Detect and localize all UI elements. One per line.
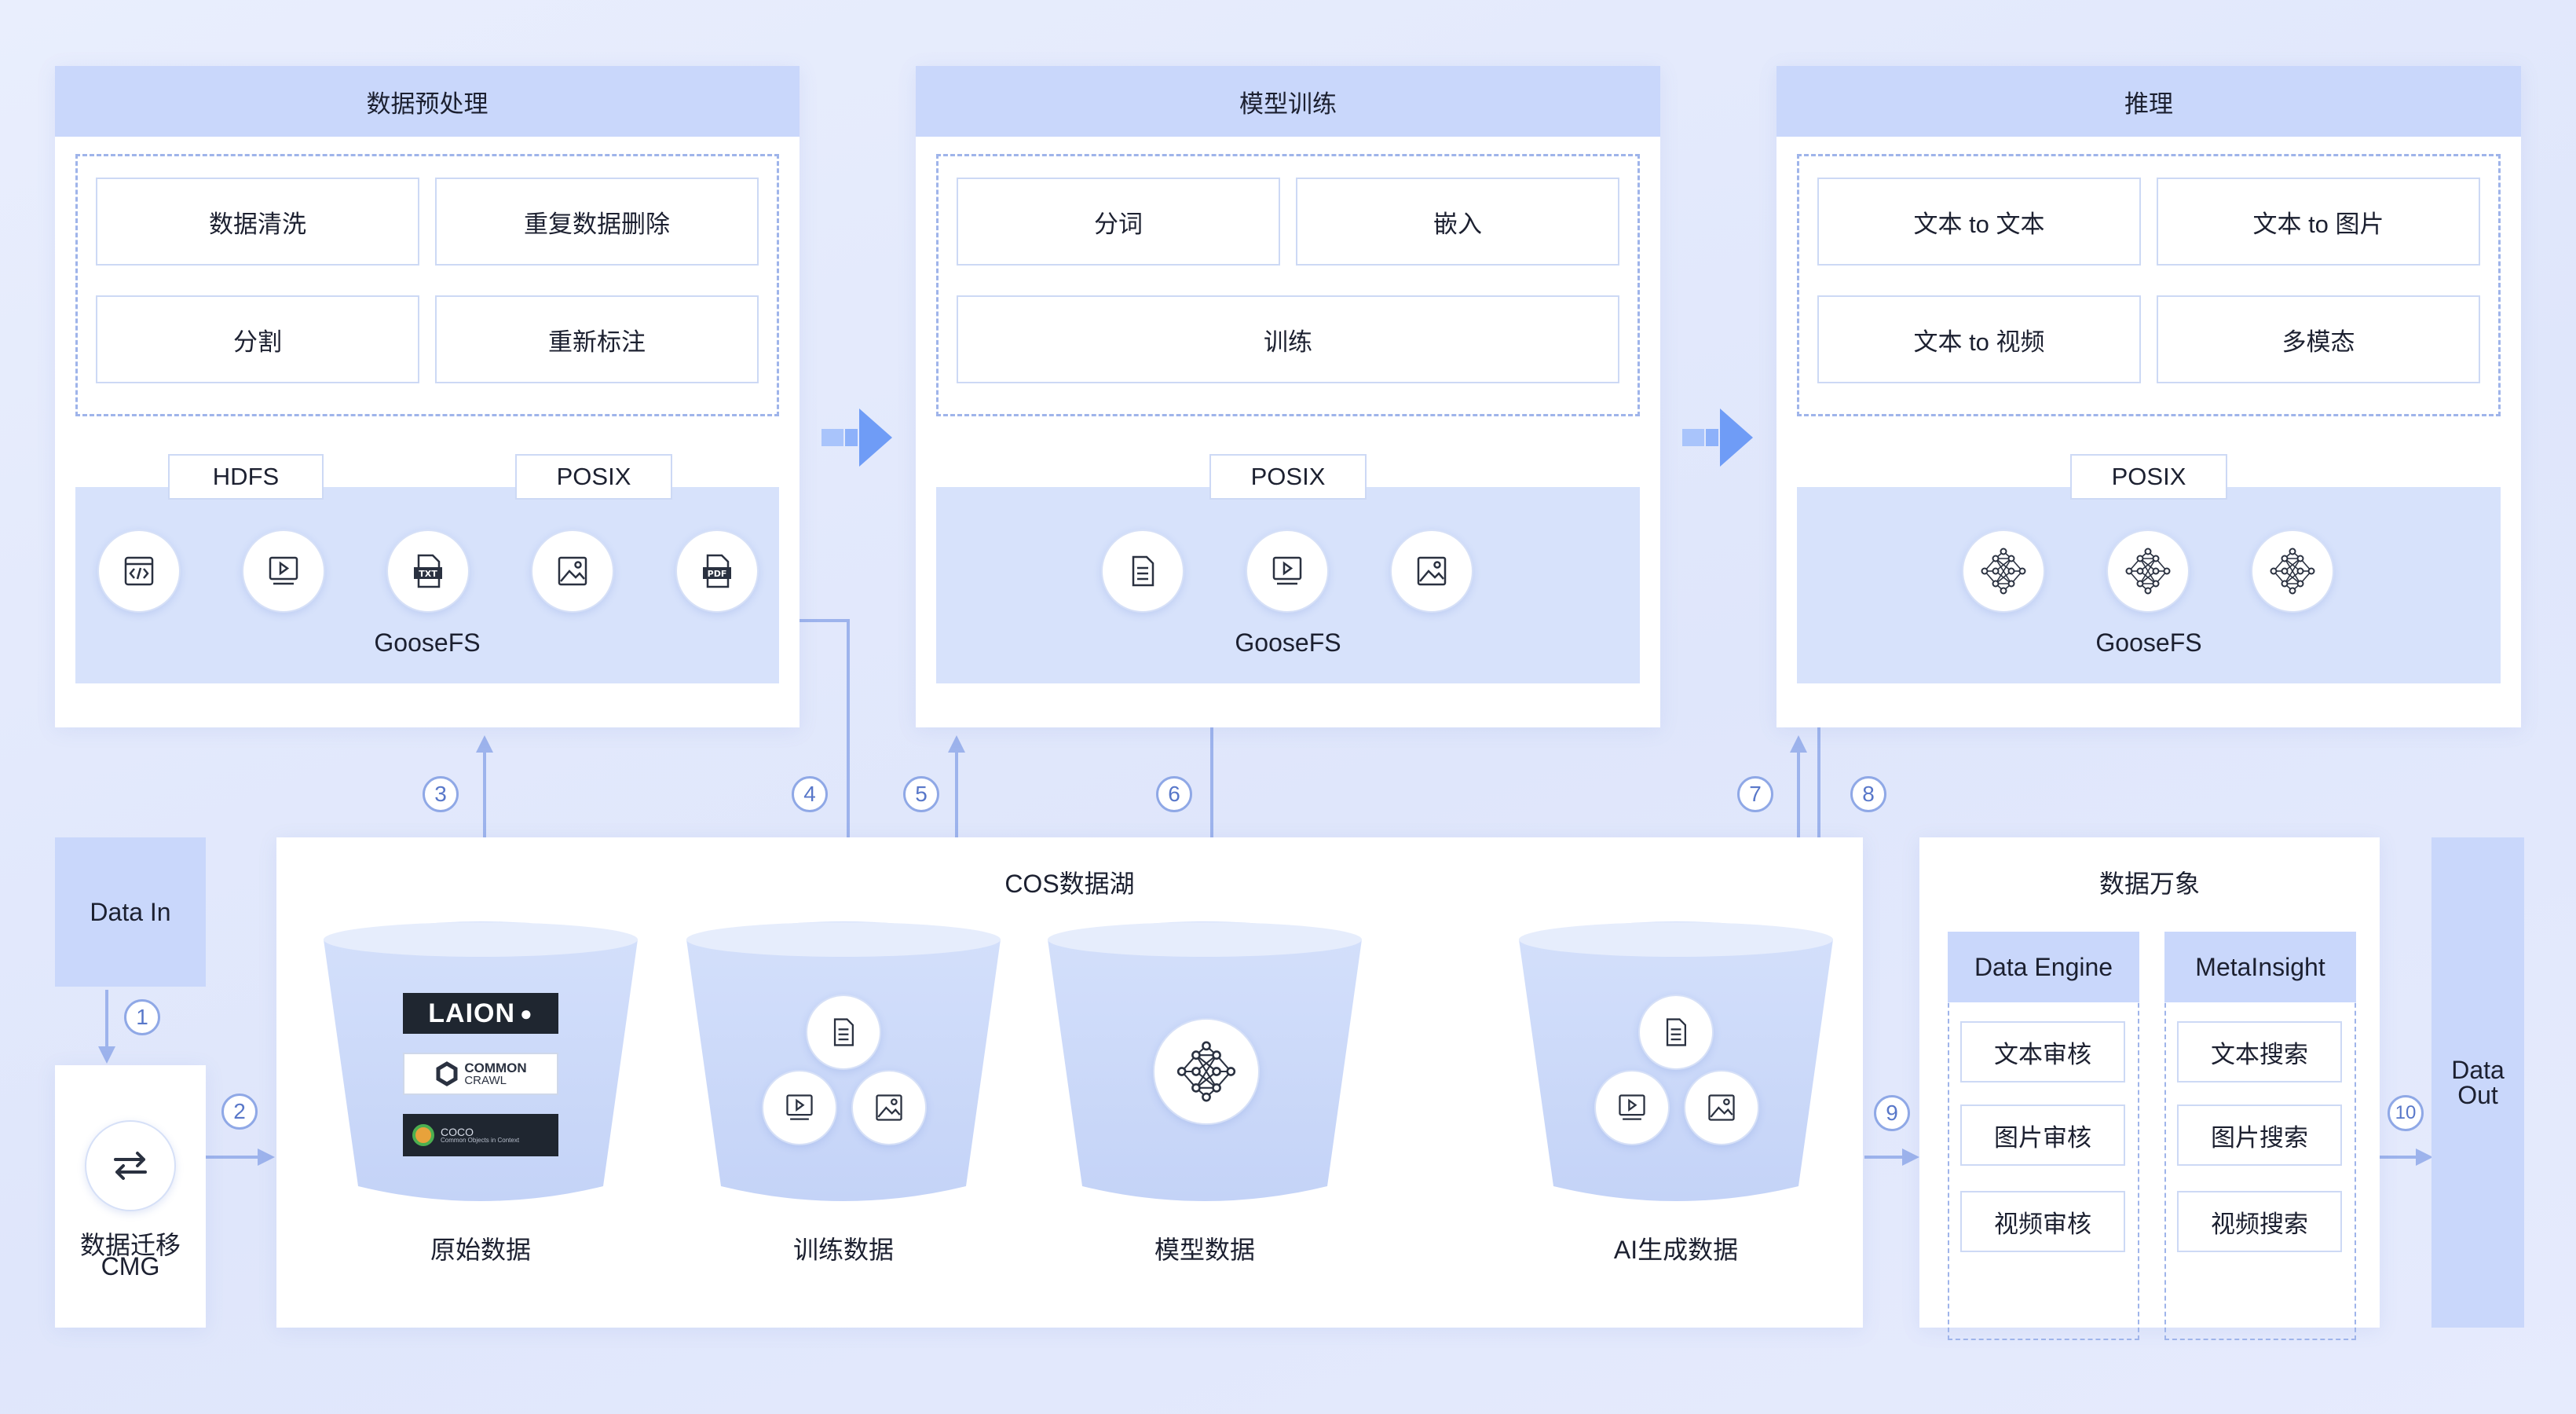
svg-text:TXT: TXT xyxy=(419,569,437,579)
cmg-label-line2: CMG xyxy=(101,1252,160,1280)
step-badge-5: 5 xyxy=(903,776,939,812)
stage-arrow-1 xyxy=(821,408,892,467)
neural-network-icon xyxy=(1153,1018,1260,1125)
stage-preprocess-panel: 数据预处理 数据清洗 重复数据删除 分割 重新标注 HDFS POSIX TXT… xyxy=(55,66,800,727)
stage-training-panel: 模型训练 分词 嵌入 训练 POSIX GooseFS xyxy=(916,66,1660,727)
video-search-item: 视频搜索 xyxy=(2177,1191,2342,1252)
coco-mark-icon xyxy=(412,1124,434,1146)
text-search-item: 文本搜索 xyxy=(2177,1021,2342,1082)
document-icon xyxy=(1638,995,1714,1070)
pdf-file-icon: PDF xyxy=(675,529,759,613)
paw-icon: ● xyxy=(520,1001,533,1025)
data-out-line1: Data xyxy=(2451,1056,2505,1084)
step-badge-3: 3 xyxy=(423,776,459,812)
neural-network-icon xyxy=(2106,529,2190,613)
laion-logo-text: LAION xyxy=(428,998,516,1028)
stage-preprocess-title: 数据预处理 xyxy=(55,66,800,137)
op-train: 训练 xyxy=(957,295,1619,383)
document-icon xyxy=(1101,529,1184,613)
common-crawl-mark-icon xyxy=(436,1061,458,1086)
data-out-line2: Out xyxy=(2457,1081,2498,1109)
image-search-item: 图片搜索 xyxy=(2177,1104,2342,1166)
common-crawl-word-1: COMMON xyxy=(464,1060,527,1075)
bucket-label-model: 模型数据 xyxy=(1154,1236,1255,1264)
data-out-box: Data Out xyxy=(2431,837,2524,1328)
bucket-label-ai-generated: AI生成数据 xyxy=(1613,1236,1739,1264)
neural-network-icon xyxy=(1962,529,2045,613)
goosefs-label-1: GooseFS xyxy=(374,628,481,657)
coco-subtitle: Common Objects in Context xyxy=(441,1137,520,1144)
op-embed: 嵌入 xyxy=(1296,178,1619,266)
video-review-item: 视频审核 xyxy=(1960,1191,2125,1252)
interface-posix-3: POSIX xyxy=(2070,454,2227,500)
op-relabel: 重新标注 xyxy=(435,295,759,383)
document-icon xyxy=(806,995,881,1070)
neural-network-icon xyxy=(2251,529,2334,613)
image-file-icon xyxy=(531,529,614,613)
cmg-box: 数据迁移 CMG xyxy=(55,1065,206,1328)
bucket-label-raw: 原始数据 xyxy=(430,1236,531,1264)
image-icon xyxy=(1390,529,1473,613)
text-review-item: 文本审核 xyxy=(1960,1021,2125,1082)
op-multimodal: 多模态 xyxy=(2157,295,2480,383)
interface-posix-2: POSIX xyxy=(1209,454,1367,500)
code-file-icon xyxy=(97,529,181,613)
step-badge-6: 6 xyxy=(1156,776,1192,812)
stage-training-ops-group xyxy=(936,154,1640,416)
op-text-to-video: 文本 to 视频 xyxy=(1817,295,2141,383)
common-crawl-logo: COMMON CRAWL xyxy=(403,1053,558,1095)
stage-inference-title: 推理 xyxy=(1776,66,2521,137)
bucket-label-training: 训练数据 xyxy=(792,1236,894,1264)
goosefs-label-3: GooseFS xyxy=(2095,628,2202,657)
txt-file-icon: TXT xyxy=(386,529,470,613)
stage-inference-ops-group xyxy=(1797,154,2501,416)
cos-data-lake-title: COS数据湖 xyxy=(1004,870,1135,898)
coco-word: COCO xyxy=(441,1126,474,1138)
data-in-box: Data In xyxy=(55,837,206,987)
video-icon xyxy=(1246,529,1329,613)
laion-logo: LAION● xyxy=(403,993,558,1034)
metainsight-header: MetaInsight xyxy=(2164,932,2356,1002)
stage-arrow-2 xyxy=(1682,408,1753,467)
step-badge-10: 10 xyxy=(2388,1095,2424,1131)
stage-preprocess-ops-group xyxy=(75,154,779,416)
data-wanxiang-title: 数据万象 xyxy=(2098,870,2200,898)
op-tokenize: 分词 xyxy=(957,178,1280,266)
step-badge-9: 9 xyxy=(1874,1095,1910,1131)
step-badge-4: 4 xyxy=(792,776,828,812)
image-icon xyxy=(1684,1070,1759,1145)
common-crawl-text: COMMON CRAWL xyxy=(464,1061,526,1086)
op-text-to-image: 文本 to 图片 xyxy=(2157,178,2480,266)
common-crawl-word-2: CRAWL xyxy=(464,1074,507,1087)
step-badge-1: 1 xyxy=(124,999,160,1035)
transfer-arrows-icon xyxy=(85,1120,176,1211)
video-icon xyxy=(1594,1070,1670,1145)
interface-posix-1: POSIX xyxy=(515,454,672,500)
coco-logo: COCO Common Objects in Context xyxy=(403,1114,558,1156)
goosefs-label-2: GooseFS xyxy=(1235,628,1341,657)
image-review-item: 图片审核 xyxy=(1960,1104,2125,1166)
op-text-to-text: 文本 to 文本 xyxy=(1817,178,2141,266)
interface-hdfs: HDFS xyxy=(168,454,324,500)
op-dedup: 重复数据删除 xyxy=(435,178,759,266)
image-icon xyxy=(851,1070,927,1145)
op-segmentation: 分割 xyxy=(96,295,419,383)
op-data-cleaning: 数据清洗 xyxy=(96,178,419,266)
stage-training-title: 模型训练 xyxy=(916,66,1660,137)
video-file-icon xyxy=(242,529,325,613)
step-badge-2: 2 xyxy=(221,1093,258,1130)
coco-text: COCO Common Objects in Context xyxy=(441,1126,519,1144)
data-engine-header: Data Engine xyxy=(1948,932,2139,1002)
step-badge-8: 8 xyxy=(1850,776,1886,812)
data-wanxiang-panel: 数据万象 Data Engine MetaInsight 文本审核 图片审核 视… xyxy=(1919,837,2380,1340)
flow-4-line xyxy=(800,619,857,946)
stage-inference-panel: 推理 文本 to 文本 文本 to 图片 文本 to 视频 多模态 POSIX … xyxy=(1776,66,2521,727)
video-icon xyxy=(762,1070,837,1145)
step-badge-7: 7 xyxy=(1737,776,1773,812)
svg-text:PDF: PDF xyxy=(708,569,727,579)
